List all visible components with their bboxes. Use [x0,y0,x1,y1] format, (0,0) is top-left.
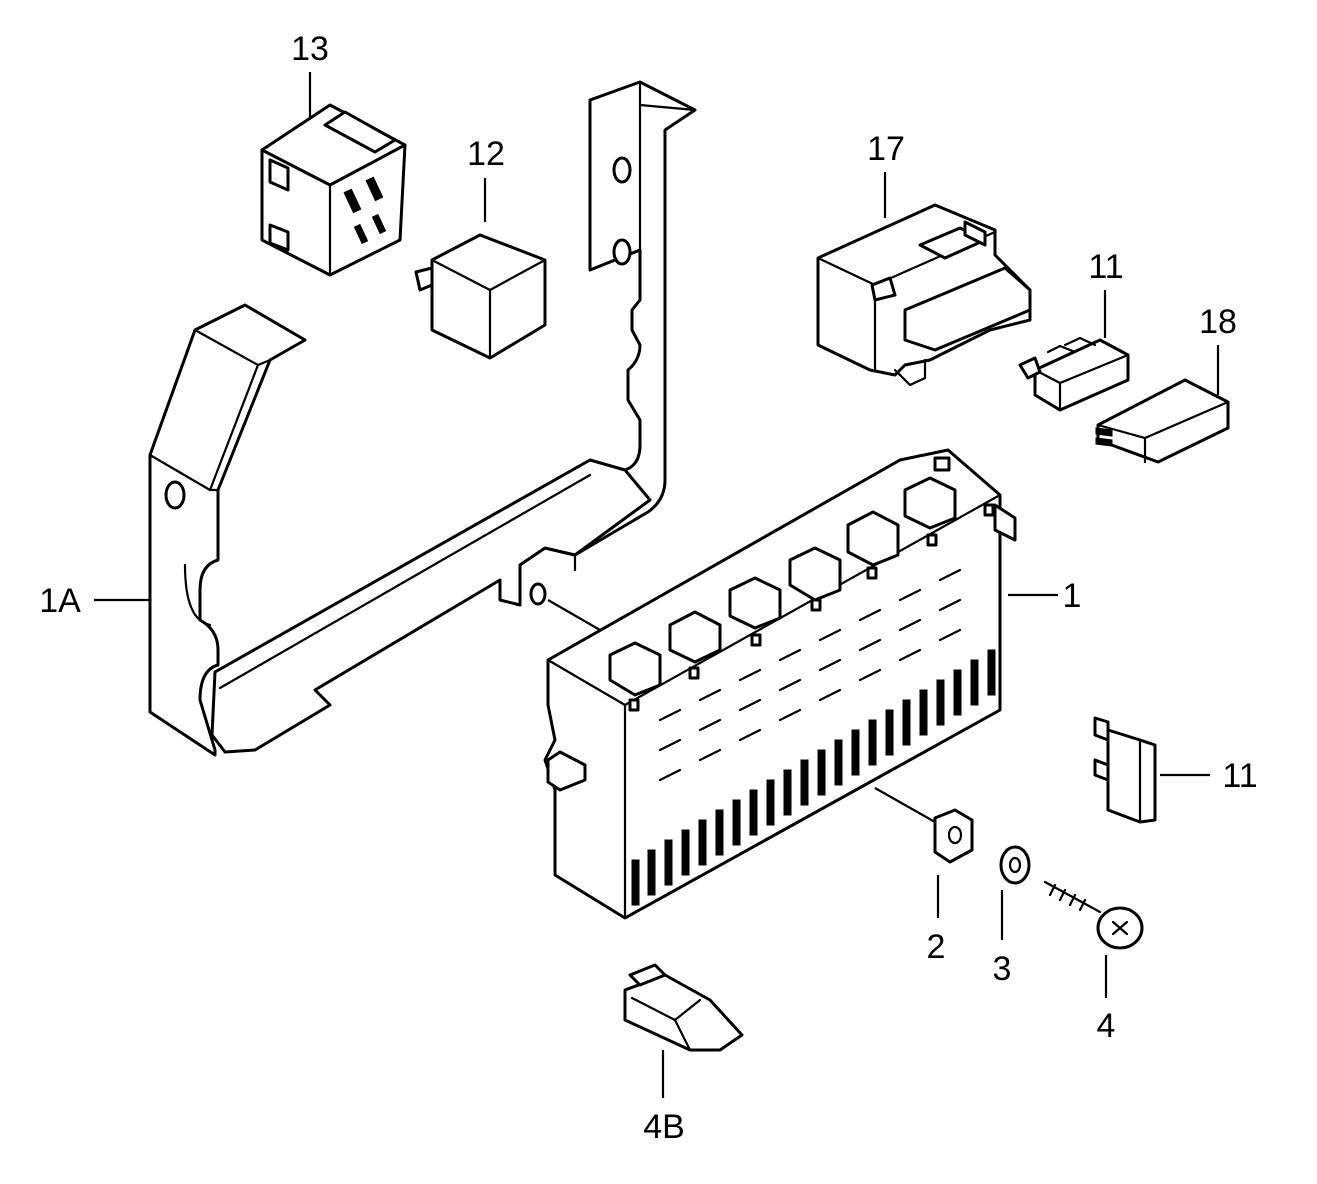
screw-4 [1043,880,1144,950]
callout-2: 2 [927,928,946,966]
callout-labels: 13 12 17 11 18 1A 1 11 2 3 4 4B [39,30,1257,1146]
bracket-1a [148,80,697,757]
callout-1: 1 [1063,577,1082,615]
callout-17: 17 [867,130,905,168]
callout-13: 13 [291,30,329,68]
washer-3 [999,845,1031,885]
fuse-box-front-ribs [631,649,996,906]
central-fuse-box-1 [543,448,1017,920]
callout-18: 18 [1199,303,1237,341]
relay-12 [414,233,547,360]
fuse-box-top-slots [608,456,995,712]
callout-11-top: 11 [1088,248,1123,286]
blade-fuse-11-right [1093,716,1157,824]
fuse-box-front-marks [658,568,962,782]
callout-3: 3 [993,950,1012,988]
clip-4b [623,963,744,1052]
callout-12: 12 [467,135,505,173]
callout-4: 4 [1097,1007,1116,1045]
leader-lines [94,72,1220,1098]
callout-1a: 1A [39,582,81,620]
fuse-carrier-17 [816,203,1032,387]
callout-4b: 4B [643,1108,685,1146]
fuse-18 [1095,378,1230,464]
clip-nut-2 [933,808,974,864]
callout-11-right: 11 [1222,757,1257,795]
blade-fuse-11-top [1018,336,1130,412]
relay-socket-13 [260,103,407,277]
